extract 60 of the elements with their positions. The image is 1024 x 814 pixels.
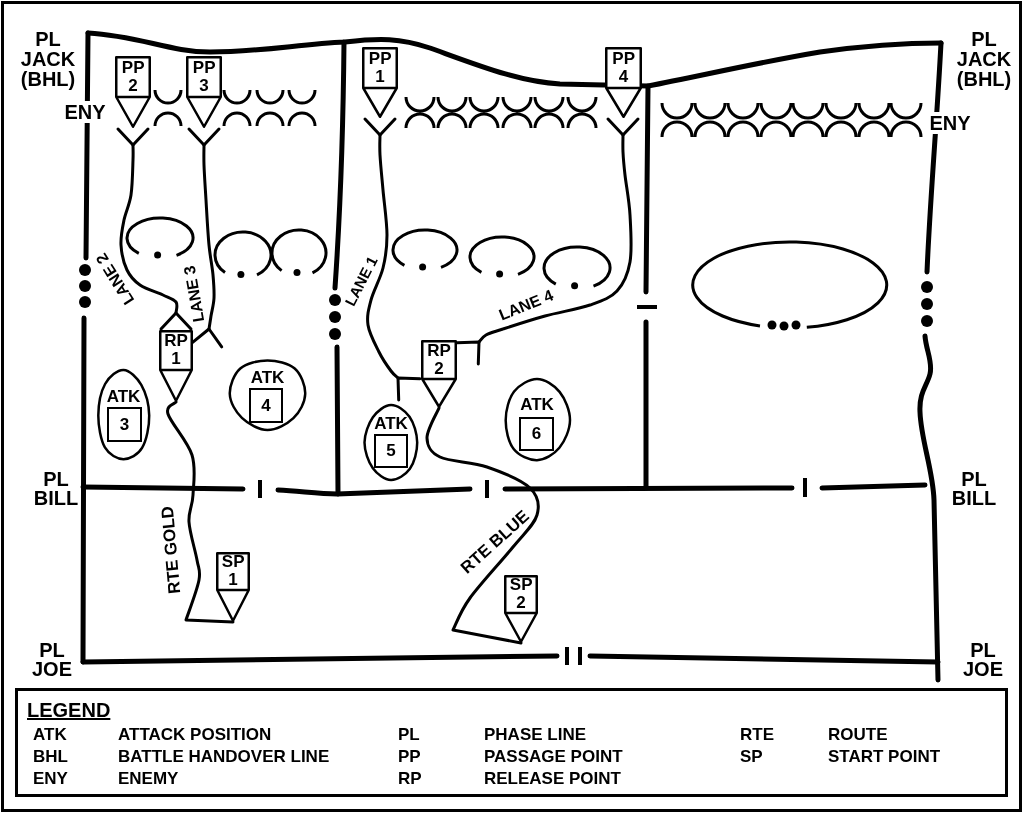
legend-definition: BATTLE HANDOVER LINE [118,746,330,768]
point-label: SP 1 [221,553,245,589]
legend-definition: PHASE LINE [484,724,587,746]
enemy-label: ENY [928,112,972,134]
lane-line [116,127,192,332]
legend-abbreviation: ATK [33,724,67,746]
legend-abbreviation: RTE [740,724,774,746]
legend-definition: PASSAGE POINT [484,746,623,768]
phase-line-label: PL JACK (BHL) [956,29,1012,89]
edge-label: LANE 4 [495,286,557,324]
legend-definition: START POINT [828,746,941,768]
attack-position-outline [227,356,308,432]
enemy-label: ENY [63,101,107,123]
attack-position-label: ATK [374,415,408,433]
point-label: RP 2 [427,341,451,378]
passage-point-symbol [186,56,222,128]
attack-position-label: ATK [106,388,141,406]
legend-abbreviation: BHL [33,746,68,768]
route-line [425,406,540,645]
legend-abbreviation: PL [398,724,420,746]
lane-line [455,117,640,366]
point-label: RP 1 [164,332,188,368]
attack-position-number: 5 [374,434,408,468]
attack-position-number: 3 [107,407,142,442]
legend-definition: RELEASE POINT [484,768,621,790]
release-point-symbol [159,330,193,402]
attack-position-outline [95,368,152,463]
legend-abbreviation: ENY [33,768,68,790]
legend-definition: ATTACK POSITION [118,724,272,746]
phase-line-label: PL BILL [33,470,79,508]
point-label: PP 3 [192,58,216,95]
passage-point-symbol [362,47,398,118]
phase-line-label: PL JACK (BHL) [20,29,76,89]
start-point-symbol [216,552,250,622]
point-label: PP 4 [612,49,635,86]
attack-position-outline [502,377,572,463]
legend-title: LEGEND [27,699,111,721]
release-point-symbol [421,340,457,408]
legend-definition: ROUTE [828,724,888,746]
attack-position-label: ATK [250,369,285,387]
start-point-symbol [504,575,538,643]
legend-abbreviation: SP [740,746,763,768]
legend-definition: ENEMY [118,768,179,790]
legend-abbreviation: RP [398,768,422,790]
phase-line-label: PL JOE [32,641,72,679]
point-label: SP 2 [509,576,533,612]
point-label: PP 2 [121,58,145,95]
phase-line-label: PL BILL [951,470,997,508]
attack-position-label: ATK [520,396,554,414]
attack-position-number: 6 [519,417,554,451]
attack-position-outline [362,403,420,482]
lane-line [363,117,422,402]
passage-point-symbol [115,56,151,128]
lane-line [187,127,224,349]
attack-position-number: 4 [249,388,283,423]
point-label: PP 1 [368,49,392,86]
edge-label: RTE GOLD [158,504,184,596]
passage-point-symbol [605,47,642,118]
phase-line-label: PL JOE [963,641,1003,679]
legend-abbreviation: PP [398,746,421,768]
